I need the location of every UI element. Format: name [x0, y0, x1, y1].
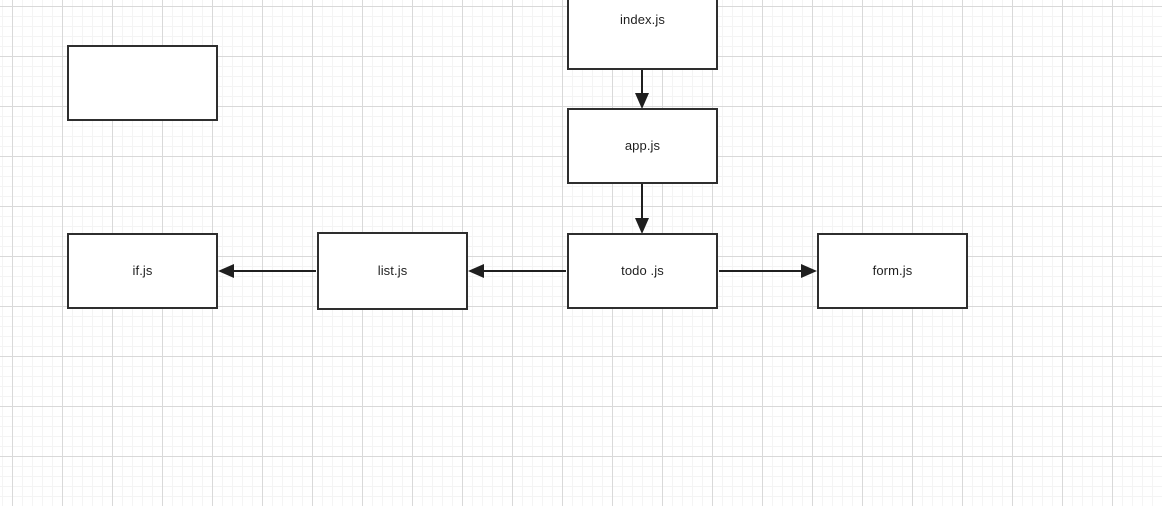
edge-todo-to-list[interactable] — [468, 264, 566, 278]
node-form-js[interactable]: form.js — [817, 233, 968, 309]
node-label-todo-js: todo .js — [621, 263, 664, 278]
edge-list-to-if[interactable] — [218, 264, 316, 278]
node-label-list-js: list.js — [377, 263, 408, 278]
node-label-if-js: if.js — [132, 263, 153, 278]
node-list-js[interactable]: list.js — [317, 232, 468, 310]
node-blank[interactable] — [67, 45, 218, 121]
node-app-js[interactable]: app.js — [567, 108, 718, 184]
edge-index-to-app[interactable] — [635, 70, 649, 109]
node-index-js[interactable]: index.js — [567, 0, 718, 70]
node-if-js[interactable]: if.js — [67, 233, 218, 309]
edge-todo-to-form[interactable] — [719, 264, 817, 278]
node-label-index-js: index.js — [620, 12, 665, 27]
node-todo-js[interactable]: todo .js — [567, 233, 718, 309]
edge-app-to-todo[interactable] — [635, 184, 649, 234]
node-label-form-js: form.js — [872, 263, 913, 278]
node-label-app-js: app.js — [624, 138, 661, 153]
